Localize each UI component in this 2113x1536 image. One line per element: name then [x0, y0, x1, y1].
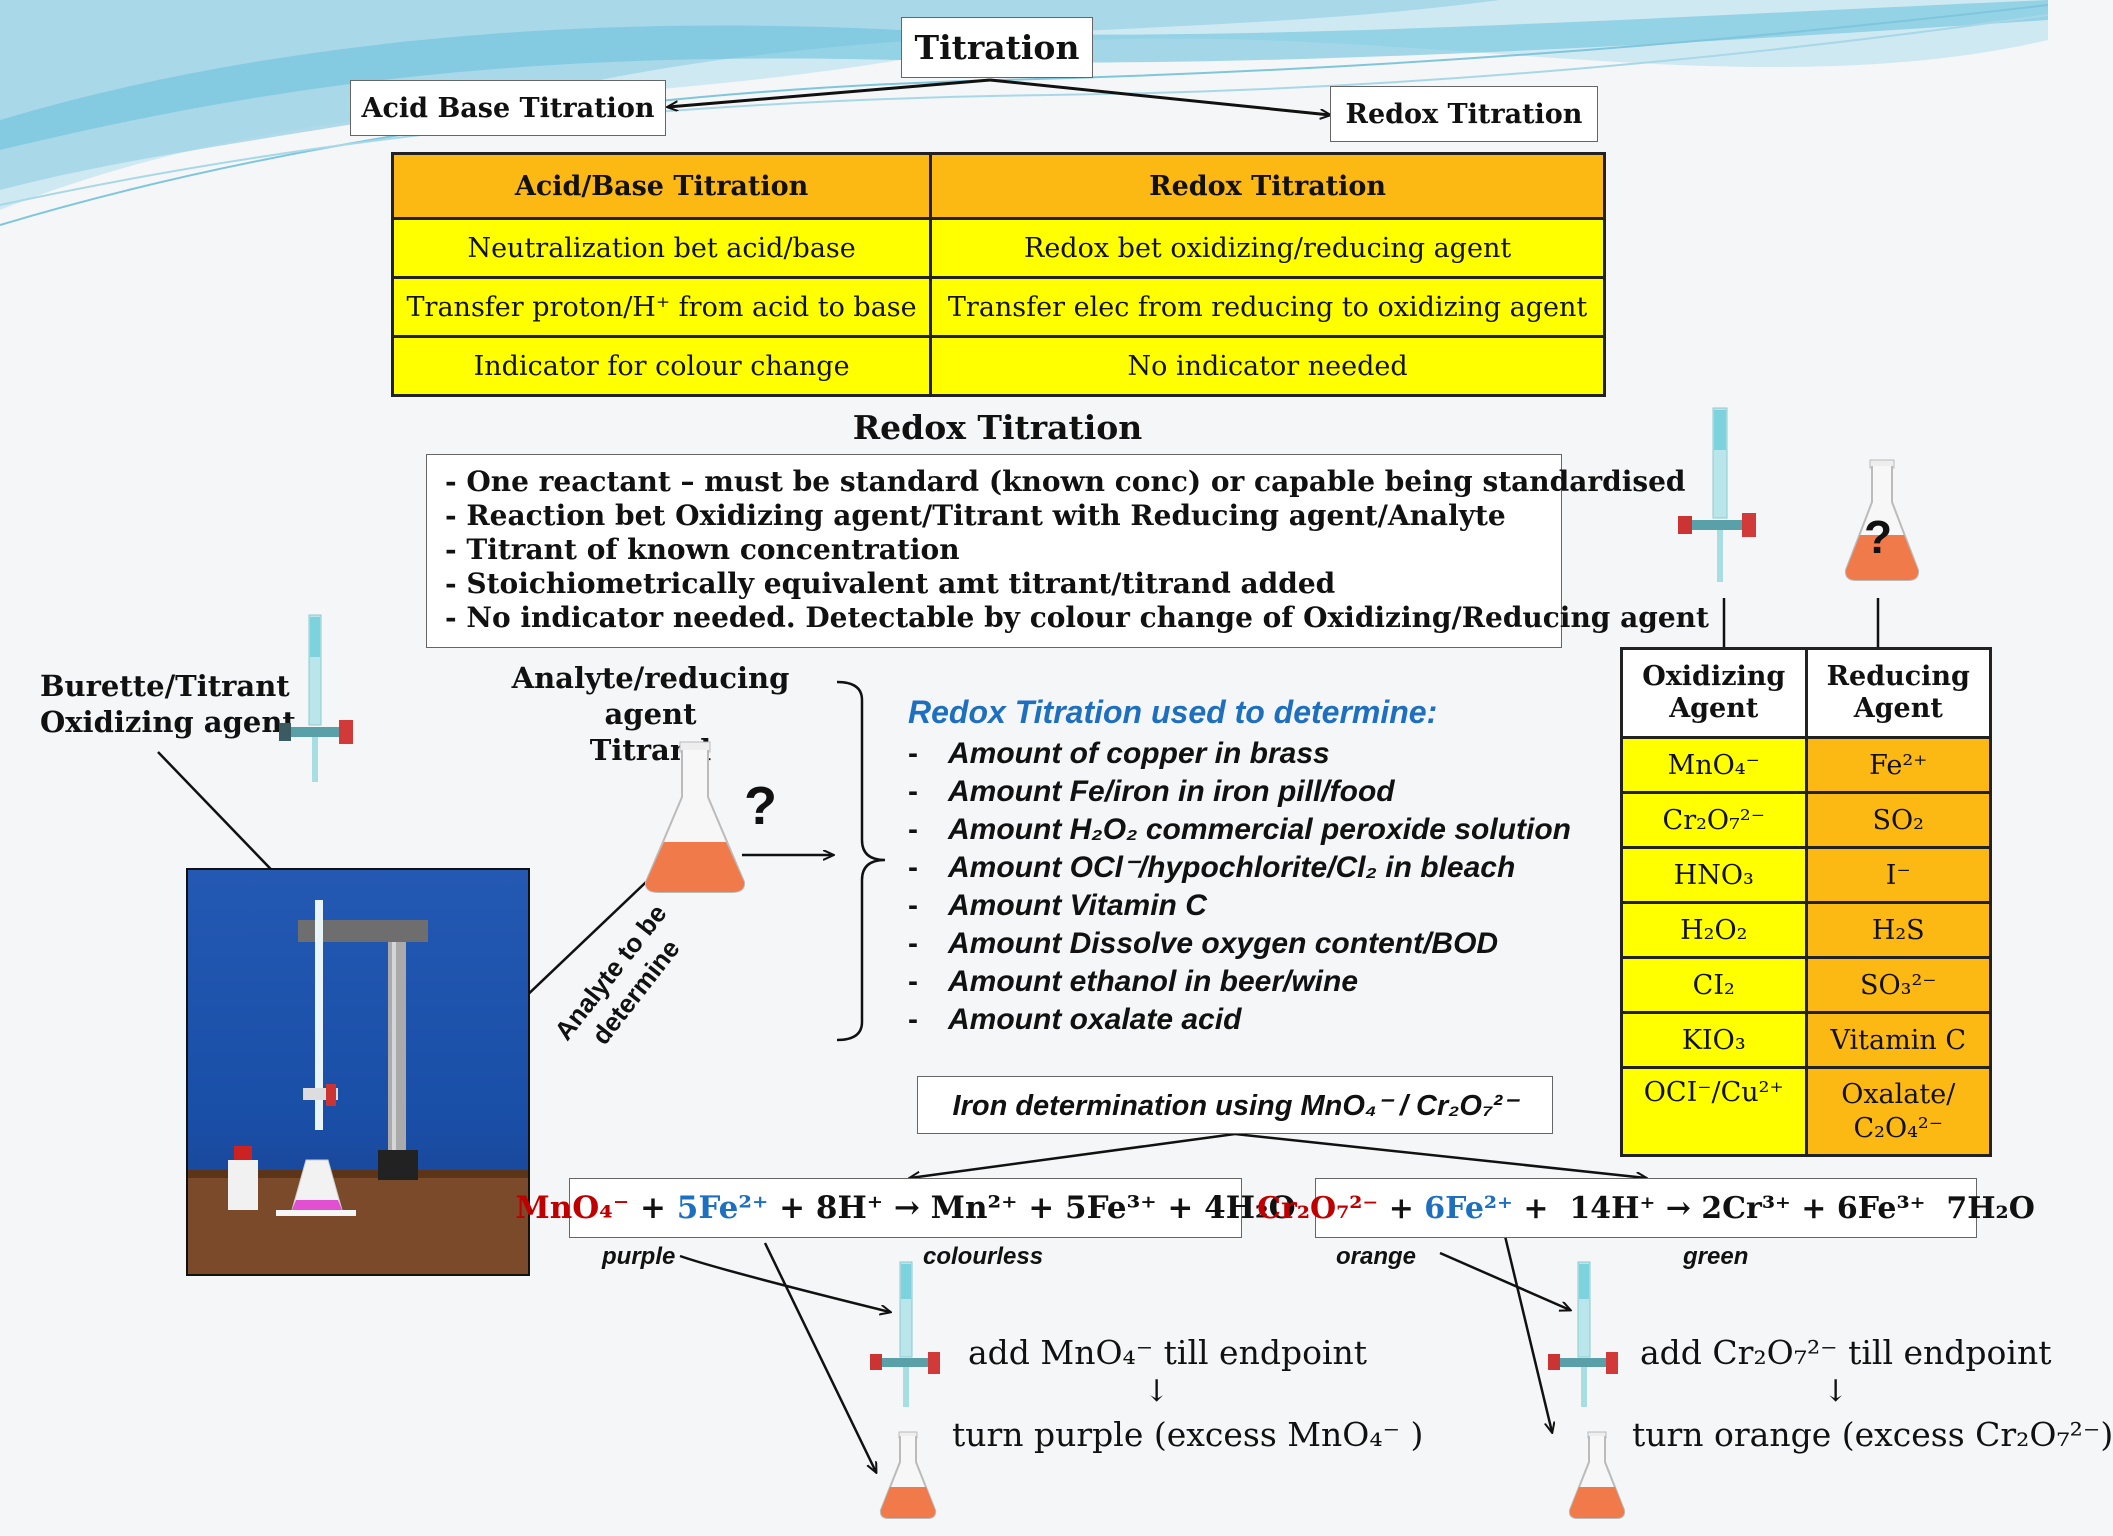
comparison-cell: Indicator for colour change	[390, 335, 933, 397]
eq-left-oxidant: MnO₄⁻	[515, 1190, 630, 1226]
analyte-label-line1: Analyte/reducing agent	[511, 661, 790, 731]
eq-right-label-to: green	[1683, 1243, 1749, 1270]
reducing-agent-cell: Fe²⁺	[1804, 736, 1992, 794]
uses-heading: Redox Titration used to determine:	[908, 694, 1438, 730]
use-item: -Amount of copper in brass	[908, 735, 1571, 773]
reducing-agent-cell: SO₂	[1804, 791, 1992, 849]
use-item-text: Amount oxalate acid	[948, 1003, 1242, 1036]
use-item: -Amount Vitamin C	[908, 887, 1571, 925]
use-item-text: Amount H₂O₂ commercial peroxide solution	[948, 813, 1571, 846]
comparison-cell: Transfer elec from reducing to oxidizing…	[929, 276, 1606, 338]
use-item-dash: -	[908, 1003, 918, 1036]
redox-heading: Redox Titration	[852, 408, 1143, 447]
oxidizing-agent-cell: CI₂	[1620, 956, 1808, 1014]
redox-point: - Reaction bet Oxidizing agent/Titrant w…	[445, 499, 1506, 532]
redox-points-box: - One reactant – must be standard (known…	[426, 454, 1709, 648]
left-step-add: add MnO₄⁻ till endpoint	[968, 1333, 1368, 1372]
eq-left-label-from: purple	[602, 1243, 676, 1270]
oxidizing-agent-cell: OCI⁻/Cu²⁺	[1620, 1066, 1808, 1157]
agents-table: Oxidizing Agent Reducing Agent MnO₄⁻Fe²⁺…	[1620, 647, 1992, 1157]
eq-right-plus: +	[1378, 1190, 1425, 1226]
right-step-arrow: ↓	[1823, 1374, 1849, 1409]
uses-list: -Amount of copper in brass -Amount Fe/ir…	[908, 735, 1571, 1039]
use-item: -Amount ethanol in beer/wine	[908, 963, 1571, 1001]
titration-title: Titration	[901, 17, 1093, 78]
comparison-cell: Redox bet oxidizing/reducing agent	[929, 217, 1606, 279]
use-item: -Amount Fe/iron in iron pill/food	[908, 773, 1571, 811]
burette-icon-right-bottom	[1548, 1261, 1618, 1407]
redox-point: - Titrant of known concentration	[445, 533, 960, 566]
comparison-cell: Transfer proton/H⁺ from acid to base	[390, 276, 933, 338]
comparison-cell: No indicator needed	[929, 335, 1606, 397]
agents-header-reducing: Reducing Agent	[1804, 647, 1992, 739]
eq-left-plus: +	[629, 1190, 677, 1226]
iron-determination-heading: Iron determination using MnO₄⁻ / Cr₂O₇²⁻	[917, 1076, 1553, 1134]
oxidizing-agent-cell: MnO₄⁻	[1620, 736, 1808, 794]
reducing-agent-cell: Vitamin C	[1804, 1011, 1992, 1069]
flask-question-mark: ?	[1864, 511, 1893, 563]
use-item-text: Amount ethanol in beer/wine	[948, 965, 1359, 998]
analyte-question-mark: ?	[744, 776, 777, 836]
redox-branch: Redox Titration	[1330, 86, 1598, 142]
eq-left-rest: + 8H⁺ → Mn²⁺ + 5Fe³⁺ + 4H₂O	[768, 1190, 1296, 1226]
left-step-arrow: ↓	[1144, 1374, 1170, 1409]
left-step-result: turn purple (excess MnO₄⁻ )	[952, 1415, 1424, 1454]
comparison-header-acid: Acid/Base Titration	[390, 152, 933, 220]
use-item-text: Amount of copper in brass	[948, 737, 1330, 770]
reducing-agent-cell: I⁻	[1804, 846, 1992, 904]
comparison-table: Acid/Base Titration Redox Titration Neut…	[390, 152, 1606, 397]
reducing-agent-cell: Oxalate/ C₂O₄²⁻	[1804, 1066, 1992, 1157]
analyte-flask-icon	[644, 741, 746, 893]
use-item: -Amount H₂O₂ commercial peroxide solutio…	[908, 811, 1571, 849]
redox-point: - No indicator needed. Detectable by col…	[445, 601, 1709, 634]
use-item: -Amount oxalate acid	[908, 1001, 1571, 1039]
reducing-agent-cell: SO₃²⁻	[1804, 956, 1992, 1014]
dichromate-equation: Cr₂O₇²⁻ + 6Fe²⁺ + 14H⁺ → 2Cr³⁺ + 6Fe³⁺ 7…	[1257, 1178, 2035, 1238]
comparison-cell: Neutralization bet acid/base	[390, 217, 933, 279]
redox-point: - Stoichiometrically equivalent amt titr…	[445, 567, 1336, 600]
use-item-text: Amount Fe/iron in iron pill/food	[948, 775, 1395, 808]
right-step-add: add Cr₂O₇²⁻ till endpoint	[1640, 1333, 2052, 1372]
burette-label-line2: Oxidizing agent	[40, 705, 296, 739]
oxidizing-agent-cell: HNO₃	[1620, 846, 1808, 904]
eq-left-iron: 5Fe²⁺	[676, 1190, 769, 1226]
use-item-text: Amount OCl⁻/hypochlorite/Cl₂ in bleach	[948, 851, 1516, 884]
use-item: -Amount Dissolve oxygen content/BOD	[908, 925, 1571, 963]
oxidizing-agent-cell: KIO₃	[1620, 1011, 1808, 1069]
oxidizing-agent-cell: Cr₂O₇²⁻	[1620, 791, 1808, 849]
titration-setup-photo	[186, 868, 530, 1276]
use-item-dash: -	[908, 813, 918, 846]
agents-header-oxidizing: Oxidizing Agent	[1620, 647, 1808, 739]
eq-right-oxidant: Cr₂O₇²⁻	[1257, 1190, 1379, 1226]
permanganate-equation: MnO₄⁻ + 5Fe²⁺ + 8H⁺ → Mn²⁺ + 5Fe³⁺ + 4H₂…	[515, 1178, 1296, 1238]
eq-right-rest: + 14H⁺ → 2Cr³⁺ + 6Fe³⁺ 7H₂O	[1512, 1190, 2035, 1226]
acid-base-branch: Acid Base Titration	[350, 80, 666, 136]
burette-label-line1: Burette/Titrant	[40, 669, 290, 703]
use-item-dash: -	[908, 889, 918, 922]
use-item-dash: -	[908, 927, 918, 960]
use-item-dash: -	[908, 737, 918, 770]
eq-right-label-from: orange	[1336, 1243, 1417, 1270]
connector-arrows	[157, 78, 2048, 1536]
eq-left-label-to: colourless	[923, 1243, 1044, 1270]
eq-right-iron: 6Fe²⁺	[1424, 1190, 1513, 1226]
reducing-agent-cell: H₂S	[1804, 901, 1992, 959]
flask-icon-top-right	[1844, 459, 1920, 581]
use-item-text: Amount Dissolve oxygen content/BOD	[948, 927, 1499, 960]
flask-icon-left-bottom	[879, 1431, 937, 1519]
flask-icon-right-bottom	[1568, 1431, 1626, 1519]
oxidizing-agent-cell: H₂O₂	[1620, 901, 1808, 959]
burette-icon	[279, 614, 353, 782]
burette-label: Burette/Titrant Oxidizing agent	[40, 668, 296, 740]
burette-icon-left-bottom	[870, 1261, 940, 1407]
use-item: -Amount OCl⁻/hypochlorite/Cl₂ in bleach	[908, 849, 1571, 887]
use-item-dash: -	[908, 851, 918, 884]
burette-icon-top-right	[1678, 407, 1756, 582]
use-item-text: Amount Vitamin C	[948, 889, 1207, 922]
redox-point: - One reactant – must be standard (known…	[445, 465, 1686, 498]
comparison-header-redox: Redox Titration	[929, 152, 1606, 220]
right-step-result: turn orange (excess Cr₂O₇²⁻)	[1632, 1415, 2113, 1454]
use-item-dash: -	[908, 965, 918, 998]
use-item-dash: -	[908, 775, 918, 808]
